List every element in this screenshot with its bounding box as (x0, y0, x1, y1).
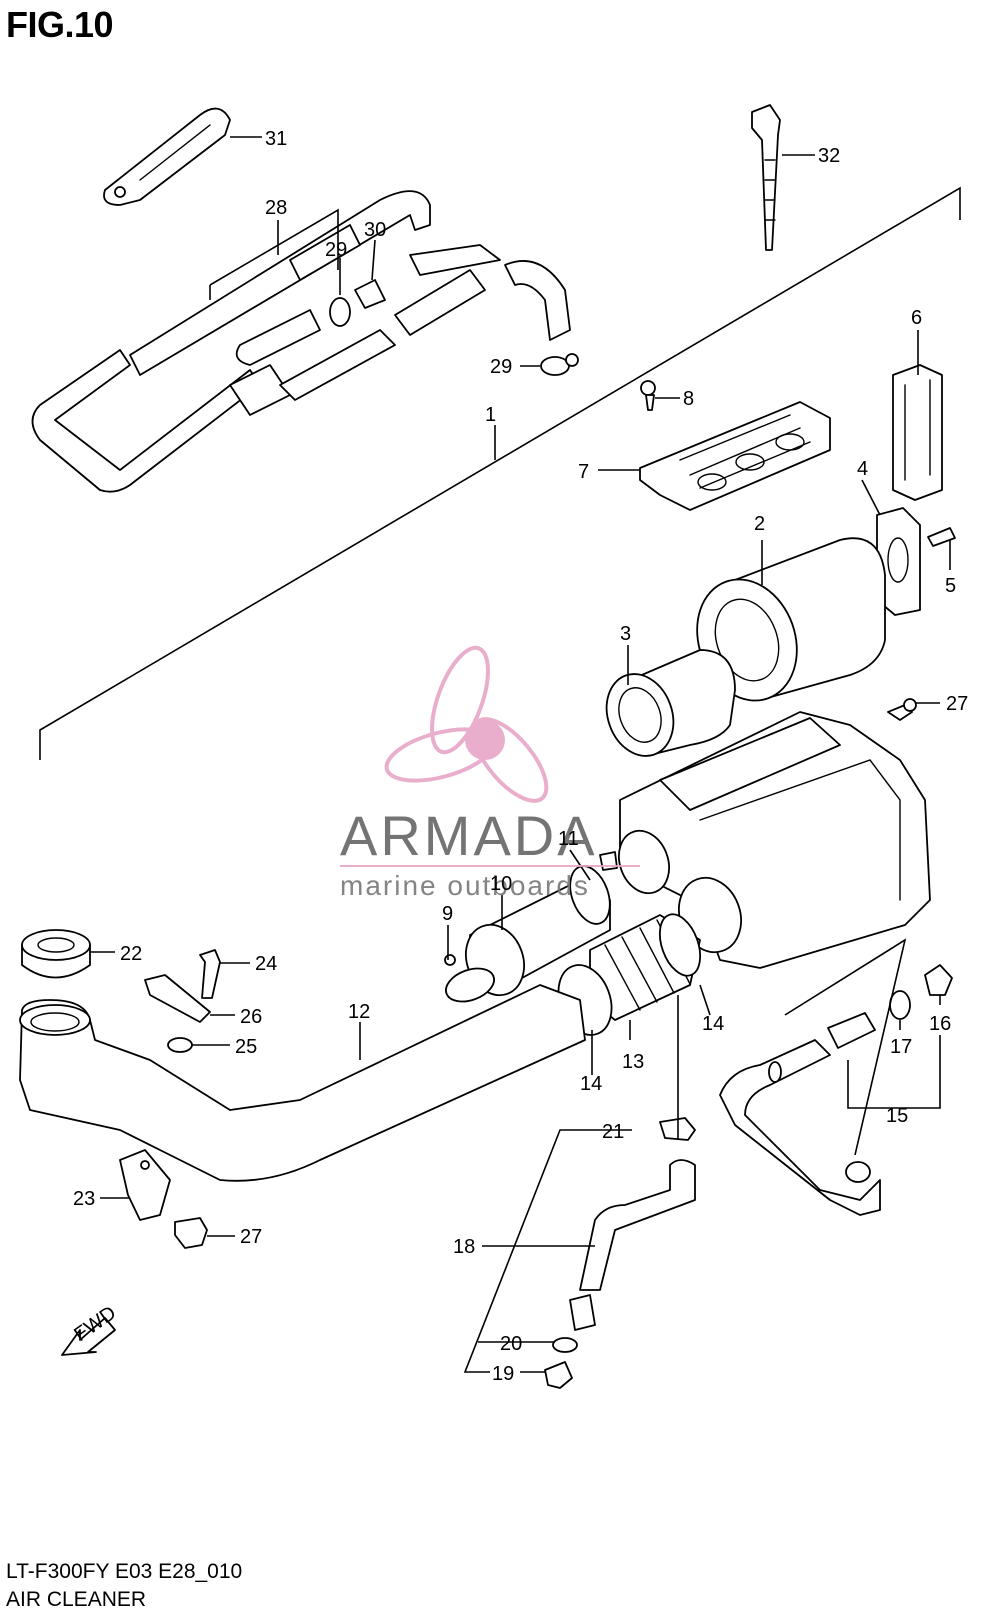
figure-title: FIG.10 (6, 4, 114, 45)
fwd-arrow: FWD (61, 1302, 120, 1356)
callout-4: 4 (857, 458, 868, 480)
part-20-clip (552, 1337, 578, 1353)
part-16-cap (924, 964, 953, 996)
callout-23: 23 (73, 1188, 95, 1210)
propeller-logo (384, 645, 549, 803)
part-26-plate (144, 974, 211, 1023)
part-19-clamp (544, 1361, 573, 1389)
callout-7: 7 (578, 461, 589, 483)
part-31-bracket (103, 107, 231, 206)
callout-32: 32 (818, 145, 840, 167)
part-29-clip-lower (540, 353, 579, 376)
part-32-cable-tie (751, 104, 781, 251)
callout-20: 20 (500, 1333, 522, 1355)
part-17-hose-piece (827, 990, 911, 1049)
callout-14-left: 14 (580, 1073, 602, 1095)
part-27-bolt-lower (174, 1217, 208, 1249)
callout-5: 5 (945, 575, 956, 597)
part-18-vent-hose (569, 1159, 696, 1331)
callout-9: 9 (442, 903, 453, 925)
callout-8: 8 (683, 388, 694, 410)
callout-10: 10 (490, 873, 512, 895)
callout-21: 21 (602, 1121, 624, 1143)
part-7-filter-cage (639, 401, 831, 511)
callout-2: 2 (754, 513, 765, 535)
callout-28: 28 (265, 197, 287, 219)
watermark-brand: ARMADA (340, 804, 598, 867)
part-9-clamp (444, 954, 495, 1003)
part-23-bracket (119, 1149, 171, 1221)
callout-1: 1 (485, 404, 496, 426)
callout-30: 30 (364, 219, 386, 241)
callout-16: 16 (929, 1013, 951, 1035)
callout-25: 25 (235, 1036, 257, 1058)
callout-29-lower: 29 (490, 356, 512, 378)
part-28-breather-hose (31, 190, 571, 493)
callout-14-right: 14 (702, 1013, 724, 1035)
part-3-inner-filter (605, 649, 736, 757)
armada-watermark: ARMADA marine outboards (340, 645, 640, 901)
callout-22: 22 (120, 943, 142, 965)
callout-26: 26 (240, 1006, 262, 1028)
part-8-screw (640, 380, 656, 411)
callout-19: 19 (492, 1363, 514, 1385)
part-5-bolt (927, 527, 956, 547)
callout-29-upper: 29 (325, 239, 347, 261)
part-6-holder (892, 364, 943, 501)
part-14-clamp-right (658, 913, 702, 977)
figure-name: AIR CLEANER (6, 1588, 147, 1611)
callout-18: 18 (453, 1236, 475, 1258)
callout-17: 17 (890, 1036, 912, 1058)
part-25-washer (167, 1037, 193, 1053)
callout-31: 31 (265, 128, 287, 150)
air-cleaner-case (618, 711, 931, 969)
callout-13: 13 (622, 1051, 644, 1073)
callout-6: 6 (911, 307, 922, 329)
assembly-bracket-1 (39, 186, 961, 760)
part-12-intake-pipe (19, 984, 586, 1182)
callout-27-upper: 27 (946, 693, 968, 715)
callout-12: 12 (348, 1001, 370, 1023)
watermark-tagline: marine outboards (340, 870, 590, 901)
callout-24: 24 (255, 953, 277, 975)
callout-labels: 1 2 3 4 5 6 7 8 9 10 11 12 13 14 14 15 1… (73, 128, 968, 1385)
callout-15: 15 (886, 1105, 908, 1127)
part-22-rubber-ring (21, 929, 91, 979)
part-27-bolt-upper (887, 698, 917, 721)
callout-3: 3 (620, 623, 631, 645)
part-24-bolt (199, 949, 221, 999)
part-29-clip-upper (329, 297, 351, 327)
callout-11: 11 (558, 828, 579, 850)
figure-code: LT-F300FY E03 E28_010 (6, 1560, 243, 1583)
callout-27-lower: 27 (240, 1226, 262, 1248)
part-15-drain-hose (719, 1039, 881, 1216)
